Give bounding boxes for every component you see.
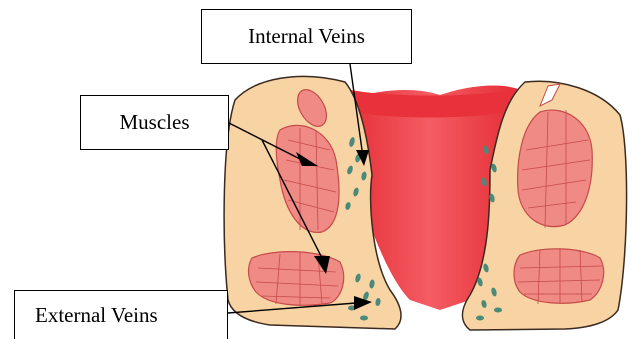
right-upper-muscles xyxy=(518,110,593,228)
left-lower-muscles xyxy=(249,252,344,306)
external-veins-label: External Veins xyxy=(14,290,228,339)
muscles-label: Muscles xyxy=(80,95,229,150)
canal-top xyxy=(342,88,525,118)
right-lower-muscles xyxy=(514,248,604,304)
internal-veins-label: Internal Veins xyxy=(201,9,412,64)
